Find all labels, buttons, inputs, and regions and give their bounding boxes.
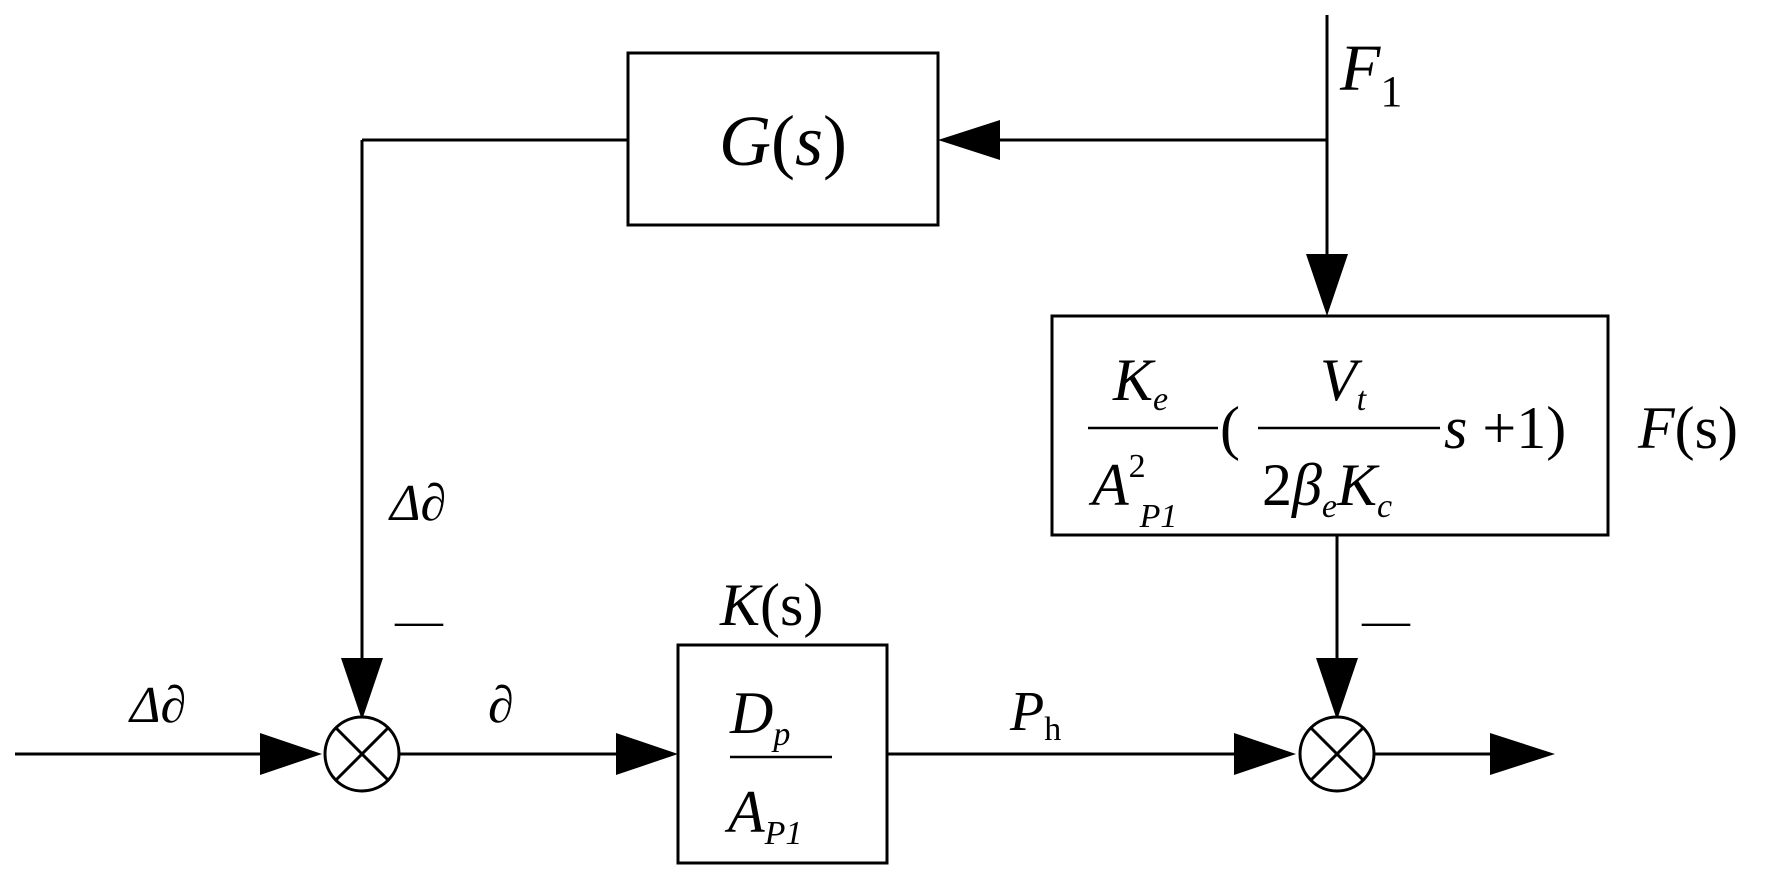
g-block-label: G(s) xyxy=(719,101,847,181)
k-ap-denominator: AP1 xyxy=(724,779,802,852)
k-block-box xyxy=(676,643,889,865)
ph-label: Ph xyxy=(1009,681,1061,748)
f-ke-numerator: Ke xyxy=(1112,347,1168,418)
g-block-box xyxy=(626,51,940,227)
error-signal-label: ∂ xyxy=(488,677,514,734)
sum1-cross-b xyxy=(334,726,390,782)
f1-label: F1 xyxy=(1339,32,1402,116)
k-block: Dp AP1 xyxy=(676,643,889,865)
sum2-cross-b xyxy=(1309,726,1365,782)
arrow-into-sum1-from-top xyxy=(341,658,383,720)
k-block-name: K(s) xyxy=(719,572,823,638)
arrow-into-sum2-from-top xyxy=(1316,658,1358,720)
arrow-into-f xyxy=(1306,254,1348,316)
arrow-into-sum1-from-left xyxy=(260,733,322,775)
arrow-into-k xyxy=(616,733,678,775)
sum2-minus-sign: — xyxy=(1361,594,1411,647)
g-block: G(s) xyxy=(626,51,940,227)
k-dp-numerator: Dp xyxy=(729,680,790,753)
summing-junction-1 xyxy=(323,715,401,793)
input-delta-label: Δ∂ xyxy=(128,677,186,734)
arrow-output xyxy=(1490,733,1555,775)
f-block-box xyxy=(1050,314,1610,537)
f-beta-denominator: 2βeKc xyxy=(1262,452,1392,525)
arrow-into-g xyxy=(938,120,1000,160)
f-block-name: F(s) xyxy=(1637,395,1738,461)
arrow-into-sum2-from-left xyxy=(1234,733,1296,775)
f-tail: s +1) xyxy=(1444,395,1566,461)
feedback-delta-label: Δ∂ xyxy=(388,475,446,532)
f-open-paren: ( xyxy=(1220,395,1240,461)
f-vt-numerator: Vt xyxy=(1320,347,1368,418)
sum1-minus-sign: — xyxy=(394,594,444,647)
summing-junction-2 xyxy=(1298,715,1376,793)
